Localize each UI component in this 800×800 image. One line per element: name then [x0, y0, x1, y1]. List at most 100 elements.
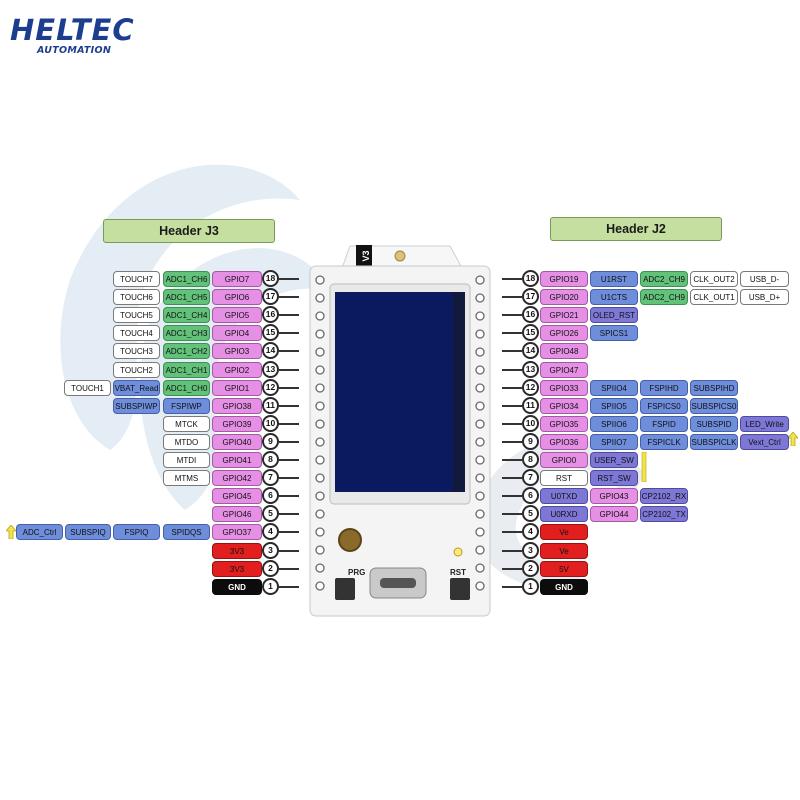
function-label: SPIIO7 — [590, 433, 638, 450]
gpio-label: GPIO39 — [212, 415, 262, 432]
function-label: SUBSPID — [690, 415, 738, 432]
pin-connector-line — [279, 314, 299, 317]
pin-number: 18 — [522, 270, 539, 287]
function-label: USB_D+ — [740, 289, 789, 306]
pin-number: 17 — [262, 288, 279, 306]
gpio-label: Ve — [540, 542, 588, 559]
gpio-label: GND — [540, 578, 588, 595]
pin-number: 15 — [522, 324, 539, 342]
function-label: ADC1_CH3 — [163, 325, 210, 342]
inductor — [338, 528, 362, 552]
pin-number: 4 — [522, 523, 539, 541]
gpio-label: U0TXD — [540, 488, 588, 505]
function-label: CLK_OUT2 — [690, 271, 738, 287]
pin-connector-line — [279, 296, 299, 299]
gpio-label: GPIO33 — [540, 379, 588, 396]
pin-connector-line — [279, 495, 299, 498]
usb-c-port-inner — [380, 578, 416, 588]
gpio-label: GPIO4 — [212, 325, 262, 342]
pin-number: 13 — [522, 360, 539, 378]
pin-number: 10 — [262, 414, 279, 432]
gpio-label: GPIO3 — [212, 343, 262, 360]
pin-connector-line — [279, 531, 299, 534]
function-label: SPICS1 — [590, 325, 638, 342]
pin-connector-line — [279, 585, 299, 588]
pin-connector-line — [502, 332, 522, 335]
pin-connector-line — [502, 404, 522, 407]
function-label: VBAT_Read — [113, 379, 160, 396]
pin-connector-line — [502, 585, 522, 588]
oled-glass-edge — [453, 292, 465, 492]
pin-connector-line — [502, 495, 522, 498]
pin-number: 15 — [262, 324, 279, 342]
function-label: TOUCH4 — [113, 325, 160, 342]
v3-label-bg — [356, 245, 372, 267]
pin-connector-line — [279, 459, 299, 461]
function-label: OLED_RST — [590, 307, 638, 324]
gpio-label: GPIO2 — [212, 361, 262, 378]
pin-number: 7 — [262, 469, 279, 487]
pin-connector-line — [502, 386, 522, 389]
gpio-label: Ve — [540, 524, 588, 541]
function-label: FSPID — [640, 415, 688, 432]
header-pins — [315, 275, 485, 591]
function-label: USB_D- — [740, 271, 789, 287]
pin-connector-line — [279, 350, 299, 353]
function-label: SPIIO4 — [590, 379, 638, 396]
function-label: ADC1_CH6 — [163, 271, 210, 287]
gpio-label: GPIO36 — [540, 433, 588, 450]
pin-number: 8 — [522, 451, 539, 468]
gpio-label: GPIO48 — [540, 343, 588, 360]
pin-number: 1 — [522, 577, 539, 595]
function-label: FSPICLK — [640, 433, 688, 450]
gpio-label: GPIO5 — [212, 307, 262, 324]
pin-number: 3 — [262, 541, 279, 559]
function-label: Vext_Ctrl — [740, 433, 789, 450]
gpio-label: U0RXD — [540, 506, 588, 523]
pin-connector-line — [279, 332, 299, 335]
rst-button — [450, 578, 470, 600]
function-label: TOUCH7 — [113, 271, 160, 287]
pin-number: 3 — [522, 541, 539, 559]
pin-number: 1 — [262, 577, 279, 595]
pin-number: 18 — [262, 270, 279, 287]
board-illustration: V3 PRG RST — [309, 245, 491, 617]
function-label: ADC1_CH4 — [163, 307, 210, 324]
function-label: TOUCH2 — [113, 361, 160, 378]
pin-connector-line — [502, 459, 522, 461]
header-j3-title: Header J3 — [103, 219, 275, 243]
gpio-label: GPIO34 — [540, 397, 588, 414]
logo-subtitle: AUTOMATION — [37, 45, 112, 56]
function-label: ADC1_CH2 — [163, 343, 210, 360]
pin-number: 12 — [522, 378, 539, 396]
function-label: LED_Write — [740, 415, 789, 432]
gpio-label: 3V3 — [212, 560, 262, 577]
pin-number: 11 — [262, 396, 279, 414]
gpio-label: GPIO46 — [212, 506, 262, 523]
function-label: U1RST — [590, 271, 638, 287]
function-label: SPIIO6 — [590, 415, 638, 432]
pin-number: 6 — [522, 487, 539, 505]
gpio-label: GPIO45 — [212, 488, 262, 505]
vext-ctrl-arrow-icon — [788, 432, 798, 446]
pin-number: 14 — [522, 342, 539, 360]
function-label: ADC1_CH1 — [163, 361, 210, 378]
gpio-label: GPIO20 — [540, 289, 588, 306]
function-label: SUBSPIWP — [113, 397, 160, 414]
pin-connector-line — [502, 567, 522, 570]
gpio-label: RST — [540, 470, 588, 487]
gpio-label: GPIO7 — [212, 271, 262, 287]
pin-number: 6 — [262, 487, 279, 505]
rst-label: RST — [450, 568, 466, 577]
heltec-logo: HELTEC AUTOMATION — [10, 16, 135, 57]
pin-connector-line — [279, 368, 299, 371]
function-label: SPIIO5 — [590, 397, 638, 414]
gpio-label: GPIO26 — [540, 325, 588, 342]
pin-connector-line — [279, 278, 299, 280]
gpio-label: GPIO21 — [540, 307, 588, 324]
gpio-label: GPIO6 — [212, 289, 262, 306]
function-label: CP2102_TX — [640, 506, 688, 523]
gpio-label: GPIO37 — [212, 524, 262, 541]
pin-number: 4 — [262, 523, 279, 541]
function-label: TOUCH1 — [64, 379, 111, 396]
